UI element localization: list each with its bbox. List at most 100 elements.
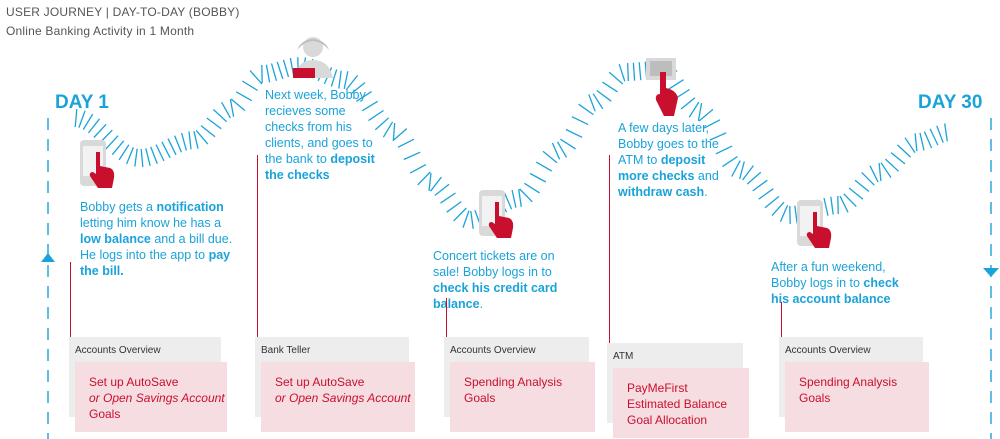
- story-segment: pay the bill.: [80, 248, 231, 278]
- wave-hatch-mark: [188, 131, 192, 150]
- wave-hatch-mark: [440, 192, 456, 204]
- event-2-story: Next week, Bobby recieves some checks fr…: [265, 87, 383, 183]
- wave-hatch-mark: [118, 144, 130, 161]
- wave-hatch-mark: [145, 148, 151, 166]
- wave-hatch-mark: [161, 141, 171, 159]
- page-title: USER JOURNEY | DAY-TO-DAY (BOBBY): [6, 5, 240, 19]
- up-arrow-icon: [41, 253, 55, 262]
- phone-tap-icon: [479, 190, 514, 238]
- wave-hatch-mark: [839, 195, 849, 213]
- wave-hatch-mark: [830, 196, 834, 215]
- wave-hatch-mark: [602, 81, 618, 93]
- wave-hatch-mark: [155, 144, 165, 162]
- wave-hatch-mark: [742, 165, 754, 181]
- wave-hatch-mark: [529, 172, 547, 183]
- wave-hatch-mark: [453, 207, 467, 222]
- wave-hatch-mark: [524, 182, 540, 194]
- wave-hatch-mark: [343, 71, 349, 90]
- wave-hatch-mark: [709, 132, 727, 141]
- event-1-connector: [70, 262, 71, 357]
- wave-hatch-mark: [914, 133, 918, 152]
- card-item: Spending Analysis: [799, 375, 898, 389]
- wave-hatch-mark: [703, 119, 721, 129]
- down-arrow-icon: [983, 268, 999, 277]
- event-3-story: Concert tickets are on sale! Bobby logs …: [433, 248, 583, 312]
- wave-hatch-mark: [571, 116, 589, 126]
- wave-hatch-mark: [535, 161, 553, 172]
- wave-hatch-mark: [397, 138, 415, 148]
- wave-hatch-mark: [929, 128, 939, 146]
- story-segment: A few days later, Bobby goes to the ATM …: [618, 121, 719, 167]
- wave-hatch-mark: [417, 171, 431, 186]
- wave-hatch-mark: [368, 109, 384, 122]
- wave-hatch-mark: [140, 148, 144, 167]
- wave-hatch-mark: [374, 117, 390, 131]
- wave-hatch-mark: [93, 123, 107, 138]
- wave-hatch-mark: [446, 201, 462, 213]
- event-4-story: A few days later, Bobby goes to the ATM …: [618, 120, 728, 200]
- wave-hatch-mark: [270, 63, 278, 81]
- wave-hatch-mark: [276, 61, 284, 80]
- story-segment: check his credit card balance: [433, 281, 558, 311]
- story-segment: and a bill due. He logs into the app to: [80, 232, 233, 262]
- wave-hatch-mark: [338, 70, 342, 89]
- wave-hatch-mark: [511, 189, 517, 208]
- wave-hatch-mark: [111, 140, 125, 156]
- wave-hatch-mark: [588, 94, 596, 112]
- wave-hatch-mark: [330, 69, 338, 87]
- wave-hatch-mark: [282, 59, 290, 78]
- wave-hatch-mark: [409, 164, 427, 174]
- wave-hatch: [74, 57, 948, 229]
- wave-hatch-mark: [403, 151, 421, 161]
- atm-icon: [646, 58, 678, 116]
- story-segment: letting him know he has a: [80, 216, 222, 230]
- wave-hatch-mark: [771, 201, 785, 217]
- wave-hatch-mark: [878, 162, 882, 182]
- wave-hatch-mark: [265, 64, 271, 83]
- wave-hatch-mark: [206, 117, 222, 130]
- wave-hatch-mark: [919, 132, 925, 151]
- wave-hatch-mark: [896, 144, 912, 158]
- story-segment: withdraw cash: [618, 185, 705, 199]
- card-item: Goals: [89, 407, 121, 421]
- story-segment: low balance: [80, 232, 151, 246]
- wave-hatch-mark: [764, 195, 780, 209]
- card-item: PayMeFirst: [627, 381, 688, 395]
- story-segment: notification: [156, 200, 224, 214]
- wave-hatch-mark: [361, 100, 379, 112]
- story-segment: After a fun weekend, Bobby logs in to: [771, 260, 886, 290]
- event-1-story: Bobby gets a notification letting him kn…: [80, 199, 240, 279]
- page-subtitle: Online Banking Activity in 1 Month: [6, 24, 195, 38]
- wave-hatch-mark: [890, 152, 906, 165]
- wave-hatch-mark: [434, 183, 450, 196]
- story-segment: Concert tickets are on sale! Bobby logs …: [433, 249, 555, 279]
- wave-hatch-mark: [638, 62, 642, 81]
- wave-hatch-mark: [193, 131, 199, 149]
- wave-hatch-mark: [235, 91, 253, 102]
- wave-hatch-mark: [632, 62, 636, 81]
- wave-hatch-mark: [462, 210, 470, 228]
- wave-hatch-mark: [823, 197, 829, 216]
- wave-hatch-mark: [125, 147, 135, 165]
- wave-hatch-mark: [78, 110, 86, 128]
- phone-tap-icon: [797, 200, 832, 248]
- wave-hatch-mark: [350, 82, 366, 95]
- wave-hatch-mark: [134, 148, 138, 167]
- wave-hatch-mark: [503, 192, 513, 210]
- wave-hatch-mark: [848, 187, 864, 200]
- story-segment: check his account balance: [771, 276, 899, 306]
- wave-hatch-mark: [229, 99, 235, 117]
- day-start-label: DAY 1: [55, 92, 109, 113]
- event-5-story: After a fun weekend, Bobby logs in to ch…: [771, 259, 911, 307]
- story-segment: deposit more checks: [618, 153, 706, 183]
- wave-hatch-mark: [470, 210, 474, 229]
- wave-hatch-mark: [180, 132, 188, 151]
- bank-teller-icon: [293, 37, 333, 78]
- card-item: Goal Allocation: [627, 413, 708, 427]
- wave-hatch-mark: [923, 131, 933, 149]
- wave-hatch-mark: [212, 109, 228, 123]
- wave-hatch-mark: [715, 145, 733, 155]
